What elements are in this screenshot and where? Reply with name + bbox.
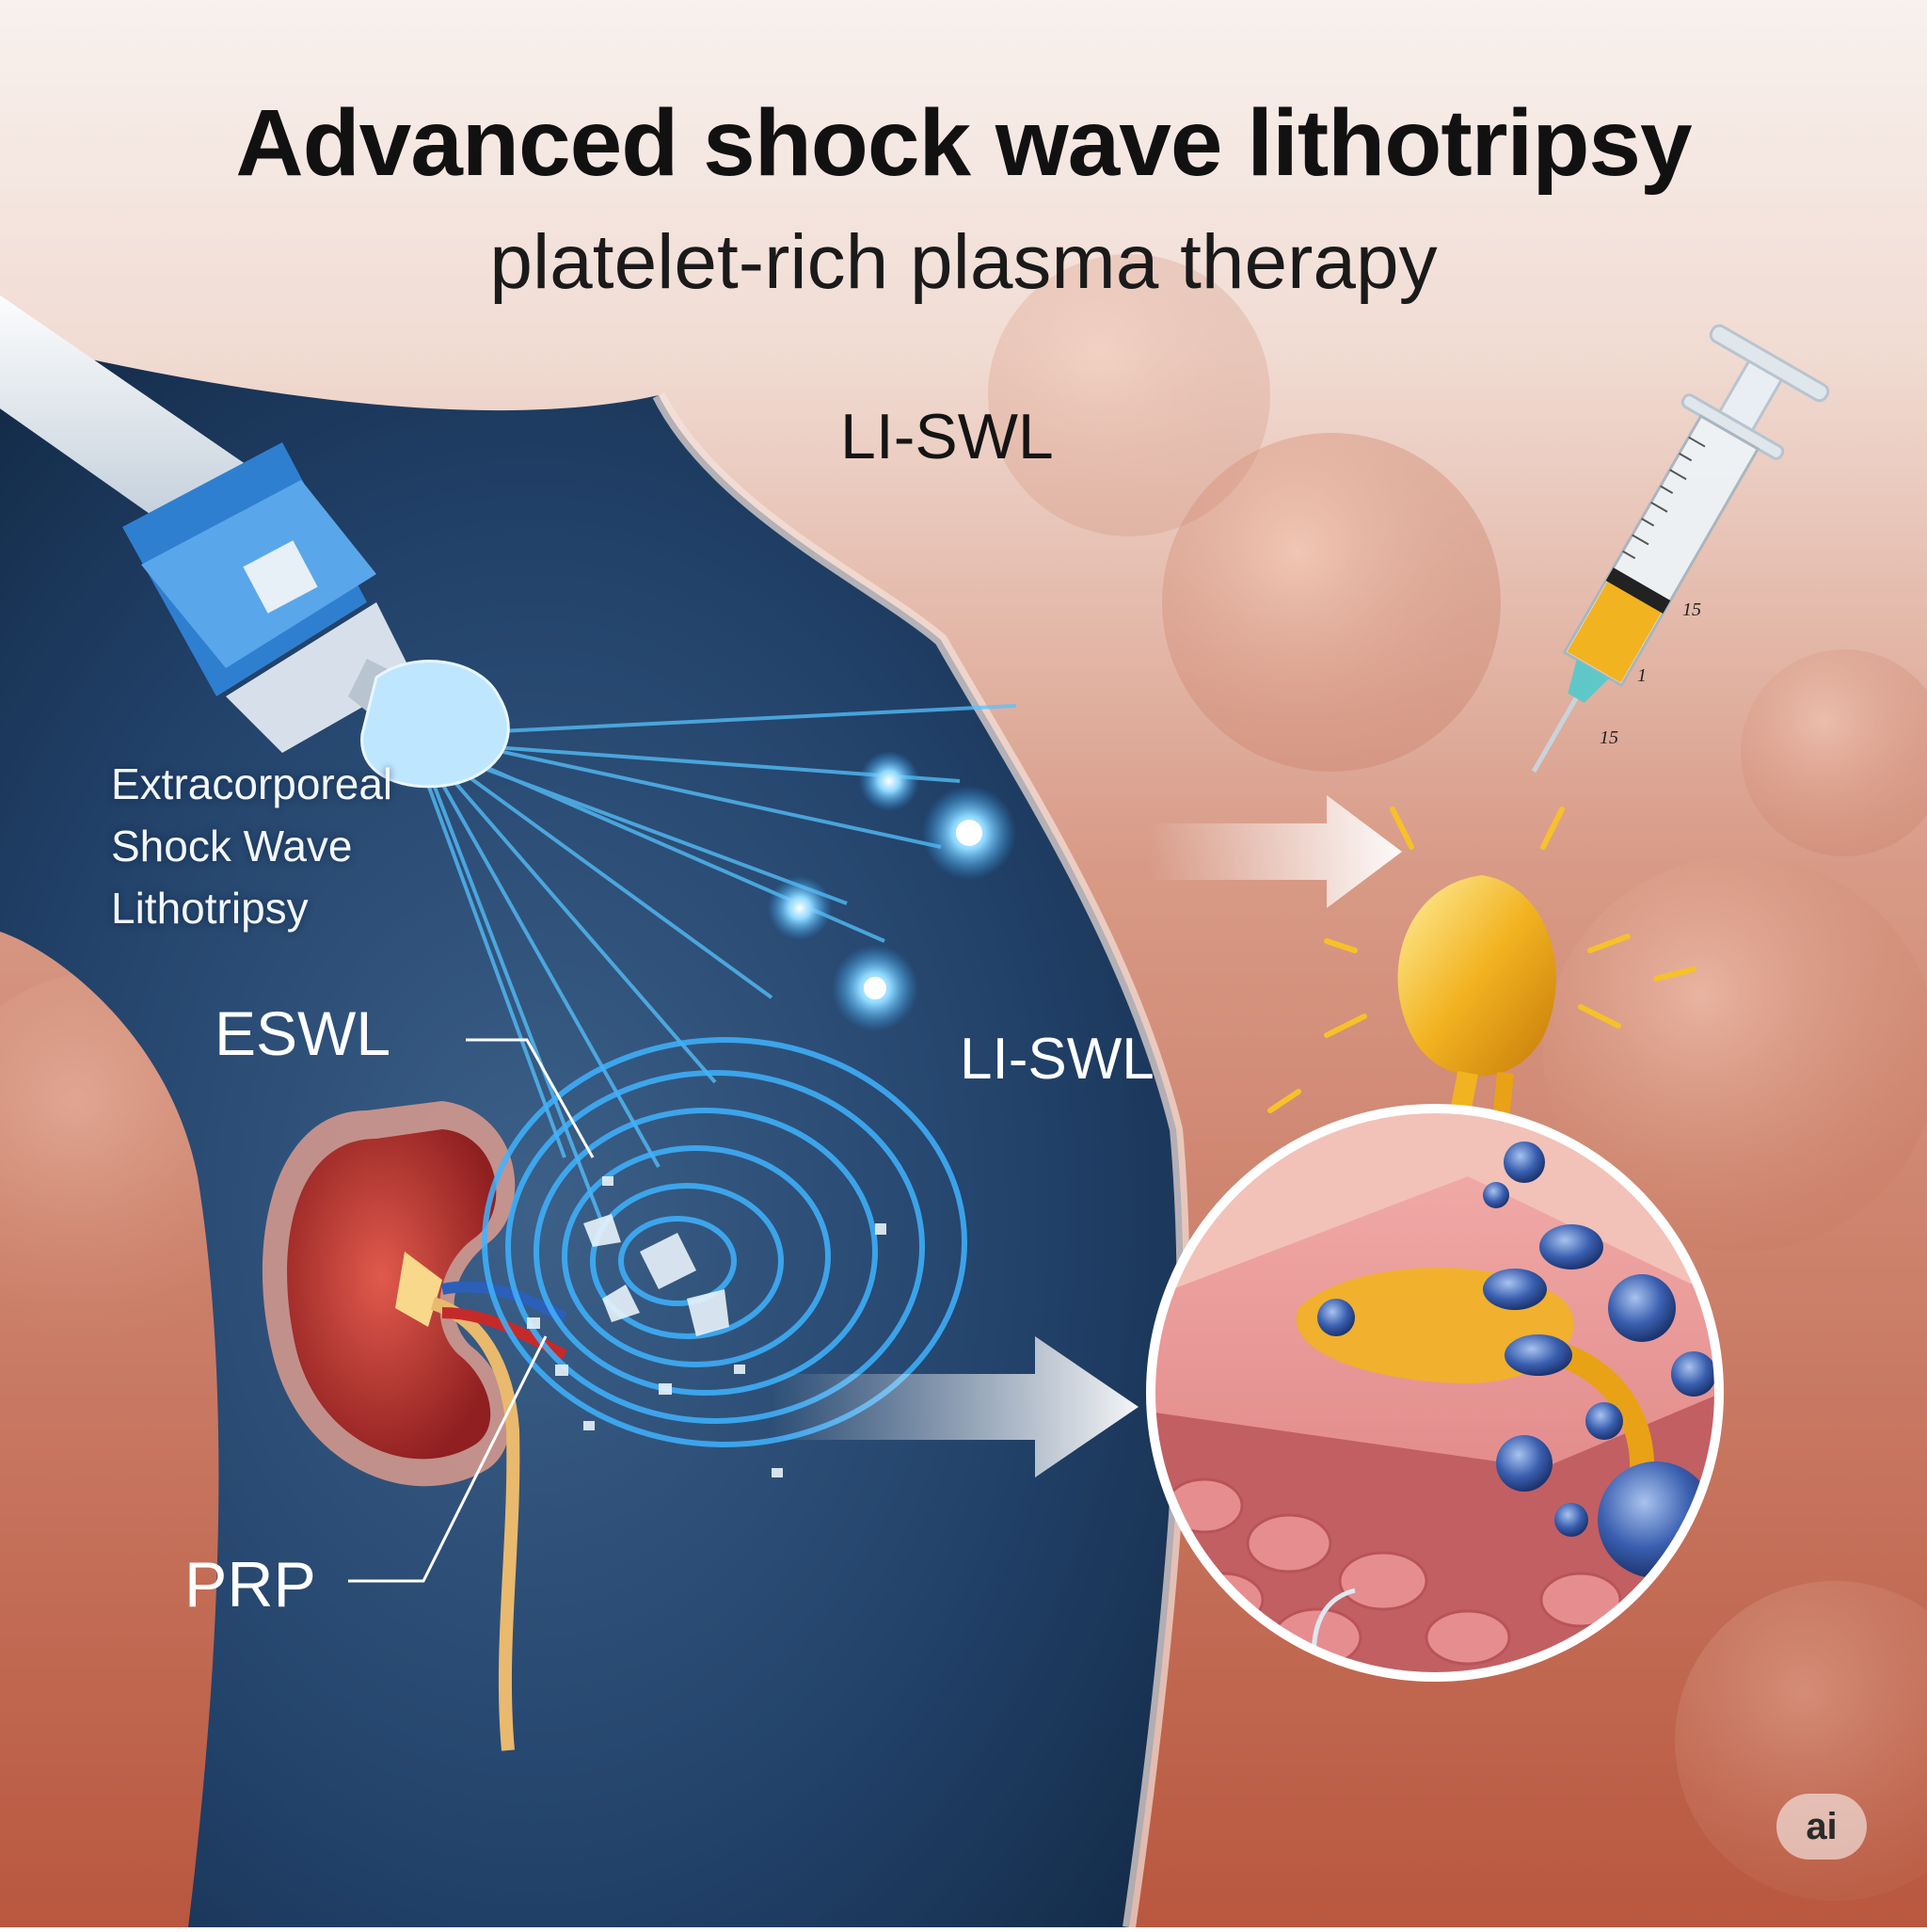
syringe-scale-mark: 15	[1682, 599, 1701, 620]
syringe-scale: 15 1 15	[1600, 599, 1701, 748]
tissue-closeup	[1146, 1104, 1724, 1682]
extracorporeal-label: Extracorporeal Shock Wave Lithotripsy	[111, 753, 392, 939]
syringe-scale-mark: 1	[1637, 665, 1647, 686]
eswl-label: ESWL	[215, 998, 391, 1068]
syringe-scale-mark: 15	[1600, 727, 1618, 748]
kidney-illustration	[262, 1101, 567, 1751]
li-swl-label-middle: LI-SWL	[960, 1027, 1155, 1092]
extracorporeal-label-line: Shock Wave	[111, 822, 353, 870]
stone-fragments	[527, 1176, 886, 1477]
syringe-illustration	[1531, 324, 1830, 774]
label-leader-lines	[348, 1038, 595, 1583]
extracorporeal-label-line: Lithotripsy	[111, 884, 309, 933]
ai-badge: ai	[1776, 1794, 1867, 1860]
diagram-subtitle: platelet-rich plasma therapy	[489, 219, 1438, 305]
body-edge-highlight	[652, 391, 1190, 1928]
diagram-title: Advanced shock wave lithotripsy	[235, 90, 1692, 196]
li-swl-label-top: LI-SWL	[840, 401, 1054, 472]
energy-bursts	[768, 751, 1016, 1031]
extracorporeal-label-line: Extracorporeal	[111, 759, 393, 808]
flow-arrows	[772, 795, 1402, 1477]
shock-wave-device	[0, 295, 510, 789]
prp-label: PRP	[184, 1549, 316, 1621]
ripple-waves	[482, 1037, 967, 1447]
